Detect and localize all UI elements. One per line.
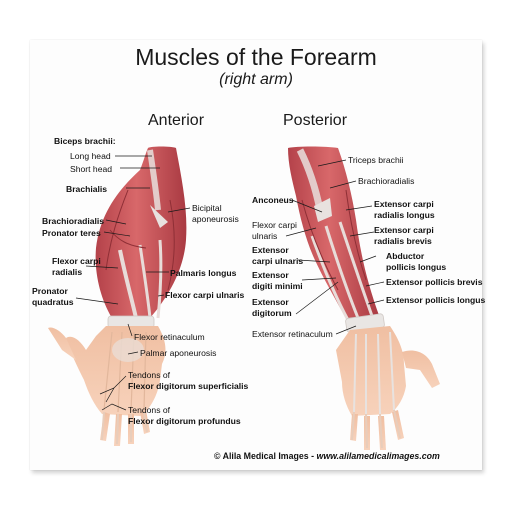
label-ecu-1: Extensor [252,245,289,255]
label-extensor-pollicis-brevis: Extensor pollicis brevis [386,277,483,287]
label-edm-1: Extensor [252,270,289,280]
label-apl-1: Abductor [386,251,425,261]
label-flexor-carpi-radialis-1: Flexor carpi [52,256,101,266]
label-flexor-carpi-radialis-2: radialis [52,267,83,277]
label-flexor-digitorum-profundus: Flexor digitorum profundus [128,416,241,426]
label-ed-2: digitorum [252,308,292,318]
credit-url: www.alilamedicalimages.com [316,451,440,461]
label-ecrl-2: radialis longus [374,210,435,220]
label-extensor-pollicis-longus: Extensor pollicis longus [386,295,486,305]
label-pronator-quadratus-2: quadratus [32,297,74,307]
label-pronator-teres: Pronator teres [42,228,101,238]
label-tendons-of-1: Tendons of [128,370,171,380]
label-brachioradialis-posterior: Brachioradialis [358,176,415,186]
label-ecrb-2: radialis brevis [374,236,432,246]
label-flexor-carpi-ulnaris-anterior: Flexor carpi ulnaris [165,290,245,300]
label-fcu-posterior-2: ulnaris [252,231,278,241]
posterior-hand [336,326,440,450]
label-aponeurosis: aponeurosis [192,214,239,224]
label-fcu-posterior-1: Flexor carpi [252,220,297,230]
label-apl-2: pollicis longus [386,262,447,272]
label-tendons-of-2: Tendons of [128,405,171,415]
diagram-subtitle: (right arm) [219,71,293,88]
posterior-view-heading: Posterior [283,112,348,129]
label-bicipital: Bicipital [192,203,222,213]
label-edm-2: digiti minimi [252,281,303,291]
label-short-head: Short head [70,164,113,174]
anterior-hand [48,326,166,446]
anterior-view-heading: Anterior [148,112,205,129]
anterior-leader-lines [75,155,191,411]
label-ed-1: Extensor [252,297,289,307]
label-flexor-retinaculum: Flexor retinaculum [134,332,205,342]
label-ecrb-1: Extensor carpi [374,225,434,235]
label-flexor-digitorum-superficialis: Flexor digitorum superficialis [128,381,249,391]
label-triceps-brachii: Triceps brachii [348,155,404,165]
label-brachioradialis-anterior: Brachioradialis [42,216,105,226]
label-palmaris-longus: Palmaris longus [170,268,237,278]
label-extensor-retinaculum: Extensor retinaculum [252,329,333,339]
label-biceps-brachii: Biceps brachii: [54,136,116,146]
label-palmar-aponeurosis: Palmar aponeurosis [140,348,217,358]
label-pronator-quadratus-1: Pronator [32,286,68,296]
credit-text: © Alila Medical Images [214,451,309,461]
label-ecrl-1: Extensor carpi [374,199,434,209]
footer-credit: © Alila Medical Images - www.alilamedica… [214,451,440,461]
label-ecu-2: carpi ulnaris [252,256,304,266]
diagram-title: Muscles of the Forearm [135,44,377,70]
anterior-forearm [95,146,187,319]
label-anconeus: Anconeus [252,195,294,205]
credit-separator: - [308,451,317,461]
label-brachialis: Brachialis [66,184,108,194]
posterior-leader-lines [285,159,385,335]
posterior-forearm [288,146,380,322]
label-long-head: Long head [70,151,111,161]
